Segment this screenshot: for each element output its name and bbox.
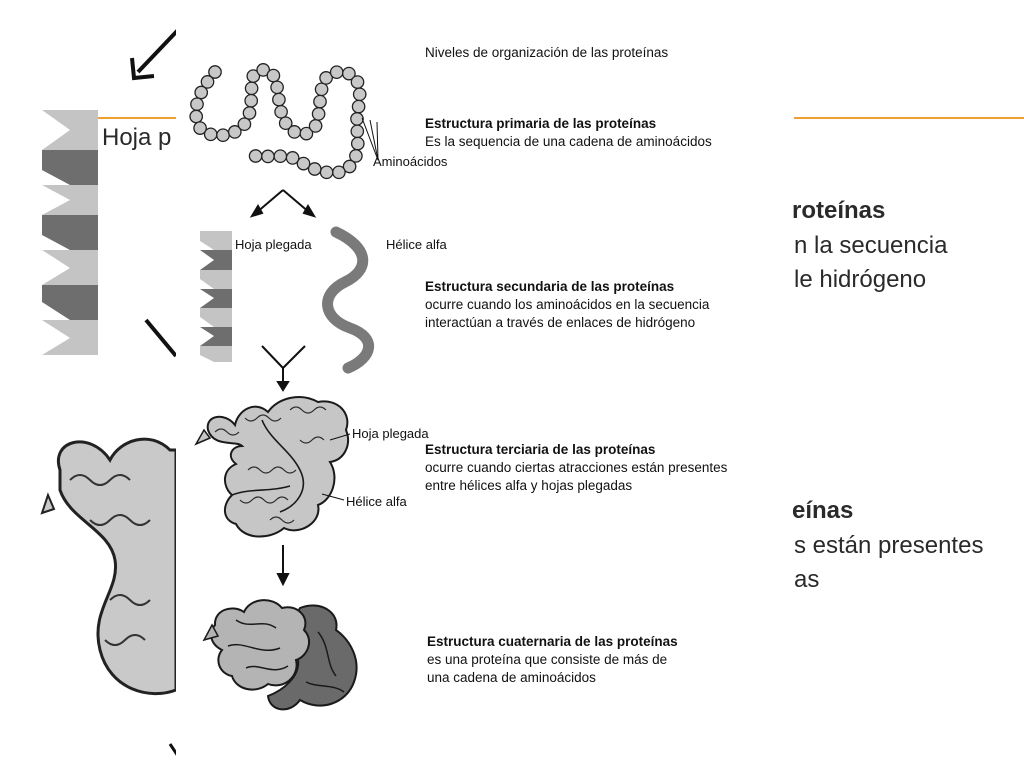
label-secondary-pleated-sheet: Hoja plegada: [235, 237, 312, 252]
aminoacid-bead: [261, 149, 275, 164]
aminoacid-bead: [273, 149, 288, 164]
primary-bead-chain: [189, 63, 367, 180]
quaternary-line-2: una cadena de aminoácidos: [427, 670, 596, 685]
aminoacid-bead: [329, 65, 344, 80]
aminoacid-bead: [342, 159, 357, 174]
tertiary-structure-icon: [194, 396, 349, 538]
aminoacid-bead: [237, 117, 252, 132]
arrow-3: [276, 545, 290, 587]
label-aminoacids: Aminoácidos: [373, 154, 448, 169]
aminoacid-bead: [350, 136, 365, 151]
aminoacid-bead: [248, 149, 263, 163]
aminoacid-bead: [272, 92, 286, 107]
bg-line-2: le hidrógeno: [794, 266, 927, 293]
aminoacid-bead: [208, 65, 222, 79]
aminoacid-pointers: [361, 117, 379, 161]
aminoacid-bead: [311, 107, 326, 121]
bg-heading-1: roteínas: [792, 197, 886, 224]
aminoacid-bead: [244, 81, 259, 96]
aminoacid-bead: [299, 126, 314, 141]
aminoacid-bead: [314, 82, 329, 97]
aminoacid-bead: [350, 75, 365, 89]
bg-accent-rule-left: [98, 117, 178, 119]
aminoacid-bead: [256, 63, 271, 77]
secondary-heading: Estructura secundaria de las proteínas: [425, 279, 675, 294]
aminoacid-bead: [313, 94, 327, 109]
bg-line-4: as: [794, 566, 820, 593]
tertiary-line-2: entre hélices alfa y hojas plegadas: [425, 478, 633, 493]
aminoacid-bead: [227, 125, 242, 139]
aminoacid-bead: [216, 128, 230, 143]
aminoacid-bead: [319, 71, 333, 85]
fork-arrow-1: [249, 189, 317, 218]
bg-tertiary-blob: [40, 437, 178, 696]
label-tertiary-alpha-helix: Hélice alfa: [346, 494, 407, 509]
aminoacid-bead: [319, 165, 334, 180]
quaternary-heading: Estructura cuaternaria de las proteínas: [427, 634, 678, 649]
bg-line-3: s están presentes: [794, 532, 984, 559]
aminoacid-bead: [349, 149, 363, 163]
aminoacid-bead: [296, 156, 311, 171]
aminoacid-bead: [285, 151, 300, 165]
aminoacid-bead: [270, 80, 284, 95]
quaternary-structure-icon: [202, 599, 358, 711]
bg-pleated-sheet: [42, 110, 98, 355]
label-tertiary-pleated-sheet: Hoja plegada: [352, 426, 429, 441]
merge-arrow: [261, 345, 306, 392]
label-secondary-alpha-helix: Hélice alfa: [386, 237, 447, 252]
secondary-line-1: ocurre cuando los aminoácidos en la secu…: [425, 297, 710, 312]
tertiary-line-1: ocurre cuando ciertas atracciones están …: [425, 460, 728, 475]
aminoacid-bead: [274, 104, 288, 119]
aminoacid-bead: [307, 162, 322, 176]
secondary-line-2: interactúan a través de enlaces de hidró…: [425, 315, 696, 330]
aminoacid-bead: [193, 121, 207, 135]
bg-line-1: n la secuencia: [794, 232, 948, 259]
primary-line-1: Es la sequencia de una cadena de aminoác…: [425, 134, 712, 149]
bg-heading-2: eínas: [792, 497, 854, 524]
diagram-title: Niveles de organización de las proteínas: [425, 45, 669, 60]
aminoacid-bead: [242, 106, 257, 120]
aminoacid-bead: [350, 124, 365, 139]
tertiary-pointers: [321, 433, 351, 501]
aminoacid-bead: [308, 119, 323, 133]
aminoacid-bead: [203, 127, 218, 142]
aminoacid-bead: [350, 112, 364, 126]
aminoacid-bead: [351, 99, 366, 114]
aminoacid-bead: [200, 75, 215, 89]
aminoacid-bead: [342, 66, 356, 81]
primary-heading: Estructura primaria de las proteínas: [425, 116, 657, 131]
aminoacid-bead: [287, 125, 302, 139]
pleated-sheet-icon: [200, 231, 232, 362]
aminoacid-bead: [190, 97, 204, 112]
aminoacid-bead: [278, 116, 293, 131]
bg-title-fragment: Hoja p: [102, 124, 172, 151]
aminoacid-bead: [352, 87, 367, 102]
aminoacid-bead: [244, 93, 259, 108]
bg-accent-rule-right: [794, 117, 1024, 119]
aminoacid-bead: [194, 85, 209, 100]
quaternary-line-1: es una proteína que consiste de más de: [427, 652, 668, 667]
alpha-helix-icon: [322, 226, 375, 374]
aminoacid-bead: [246, 69, 261, 83]
aminoacid-bead: [332, 165, 346, 180]
tertiary-heading: Estructura terciaria de las proteínas: [425, 442, 656, 457]
aminoacid-bead: [266, 68, 281, 83]
aminoacid-bead: [189, 109, 204, 124]
